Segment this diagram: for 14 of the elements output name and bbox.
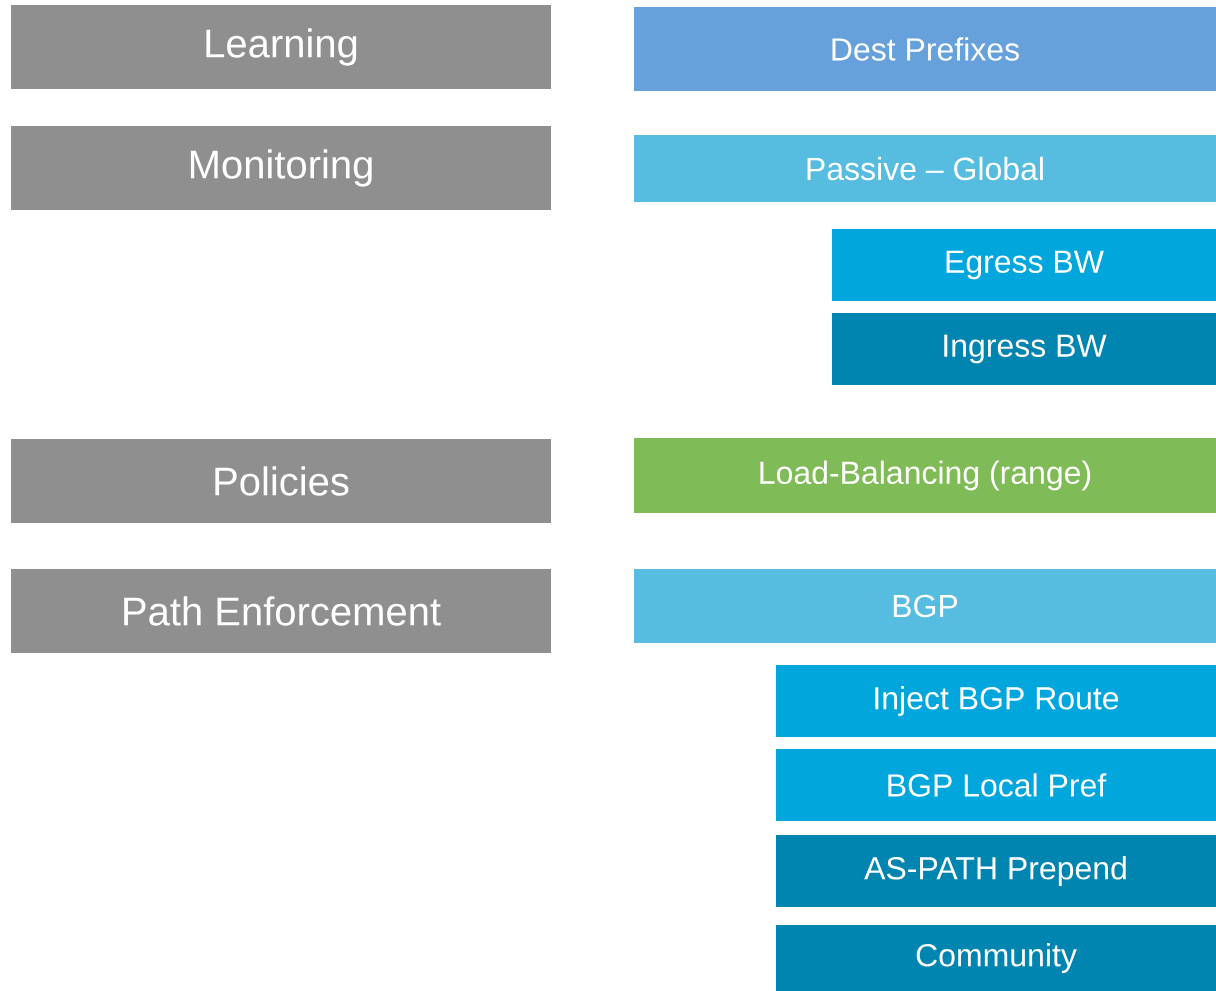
item-box: BGP [634, 569, 1216, 643]
category-box: Monitoring [11, 126, 551, 210]
item-box: Inject BGP Route [776, 665, 1216, 737]
item-box: Ingress BW [832, 313, 1216, 385]
item-box: BGP Local Pref [776, 749, 1216, 821]
category-box: Learning [11, 5, 551, 89]
item-box: Load-Balancing (range) [634, 438, 1216, 513]
item-box: Egress BW [832, 229, 1216, 301]
item-box: Community [776, 925, 1216, 991]
item-box: Passive – Global [634, 135, 1216, 202]
item-box: Dest Prefixes [634, 7, 1216, 91]
item-box: AS-PATH Prepend [776, 835, 1216, 907]
category-box: Policies [11, 439, 551, 523]
category-box: Path Enforcement [11, 569, 551, 653]
